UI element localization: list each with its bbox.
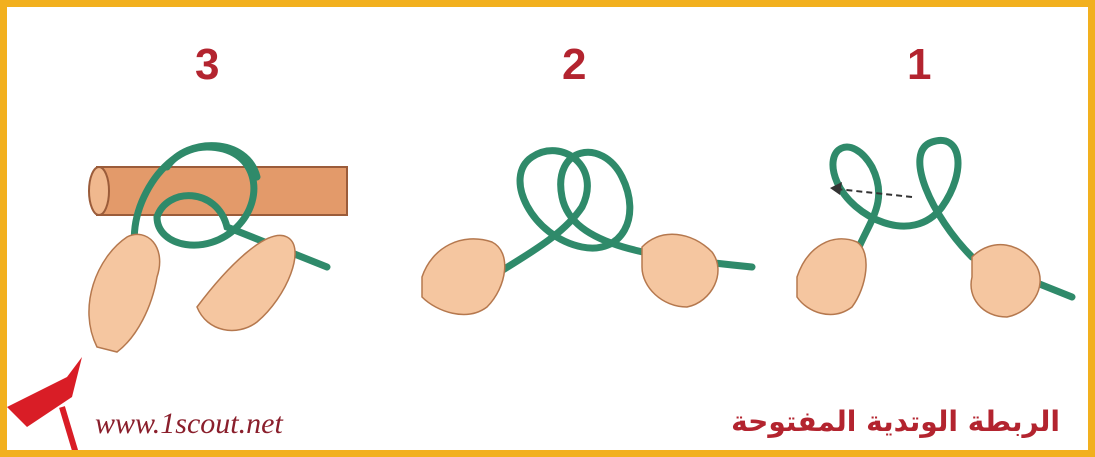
step-number-1: 1 [907,43,931,87]
step-number-2: 2 [562,43,586,87]
step-number-3: 3 [195,43,219,87]
step-1-illustration [782,107,1082,347]
step-3-illustration [57,107,357,367]
hand-icon [89,234,295,352]
logo-icon [7,337,97,457]
step-2-illustration [412,107,762,347]
hand-icon [797,239,1040,317]
watermark-text: www.1scout.net [95,407,283,441]
caption-text: الربطة الوتدية المفتوحة [731,405,1060,438]
